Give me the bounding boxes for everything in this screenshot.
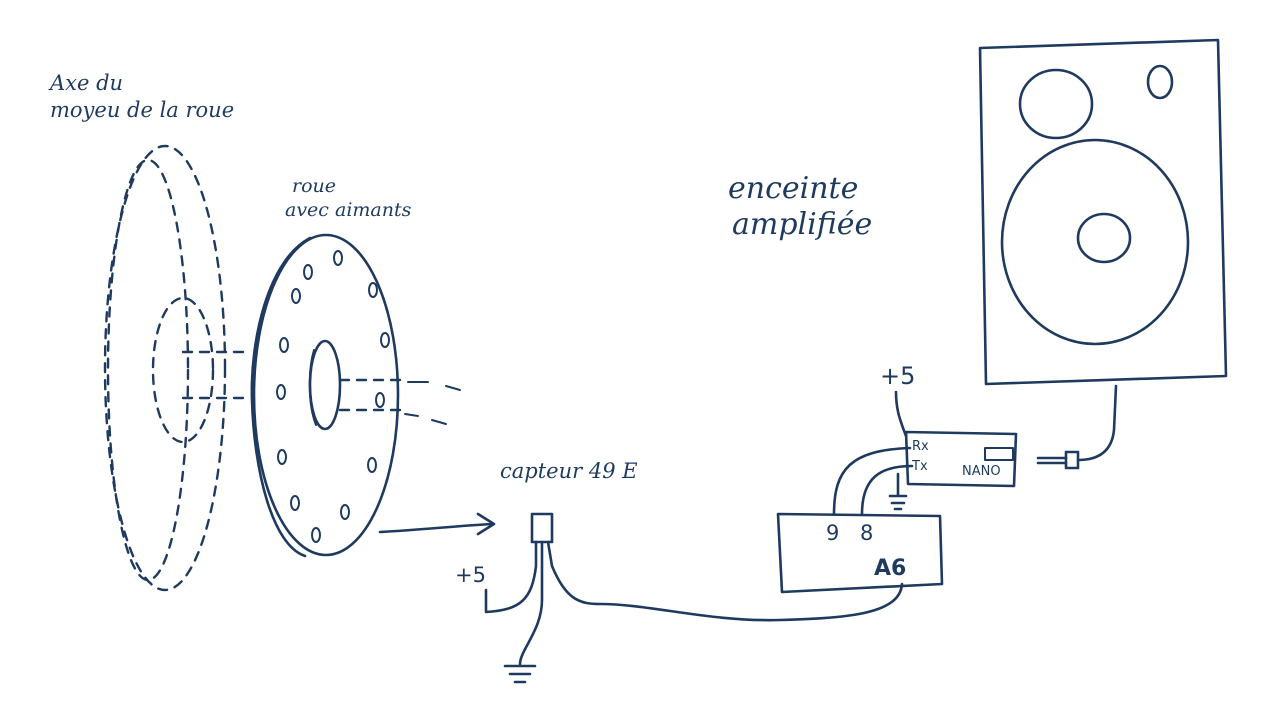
sensor-label: capteur 49 E	[500, 459, 638, 483]
arrow-icon	[378, 512, 496, 536]
magnet-dots	[276, 250, 390, 543]
nano-supply-label: +5	[880, 362, 915, 390]
hall-sensor	[484, 512, 904, 666]
tx-label: Tx	[911, 459, 928, 474]
ground-icon	[888, 472, 908, 511]
wire-nano-supply	[894, 390, 908, 438]
sensor-supply-label: +5	[455, 563, 486, 587]
pin-a6-label: A6	[874, 556, 906, 581]
magnet-wheel	[250, 233, 461, 558]
jack-icon	[1036, 384, 1118, 470]
nano-module	[904, 430, 1018, 488]
nano-label: NANO	[962, 464, 1001, 479]
speaker	[978, 38, 1228, 386]
arduino-board	[776, 512, 944, 594]
pin-9-label: 9	[826, 521, 839, 545]
pin-8-label: 8	[860, 521, 873, 545]
hub-outline-dashed	[103, 144, 247, 592]
ground-icon	[503, 664, 537, 684]
wheel-label-line1: roue	[292, 175, 336, 197]
speaker-label-line2: amplifiée	[732, 207, 872, 242]
wire-pin9-rx	[832, 446, 912, 516]
axle-label-line1: Axe du	[48, 71, 123, 95]
wire-pin8-tx	[860, 464, 914, 516]
axle-label-line2: moyeu de la roue	[50, 98, 234, 122]
wheel-label-line2: avec aimants	[285, 199, 412, 221]
rx-label: Rx	[912, 439, 929, 454]
speaker-label-line1: enceinte	[728, 171, 858, 206]
